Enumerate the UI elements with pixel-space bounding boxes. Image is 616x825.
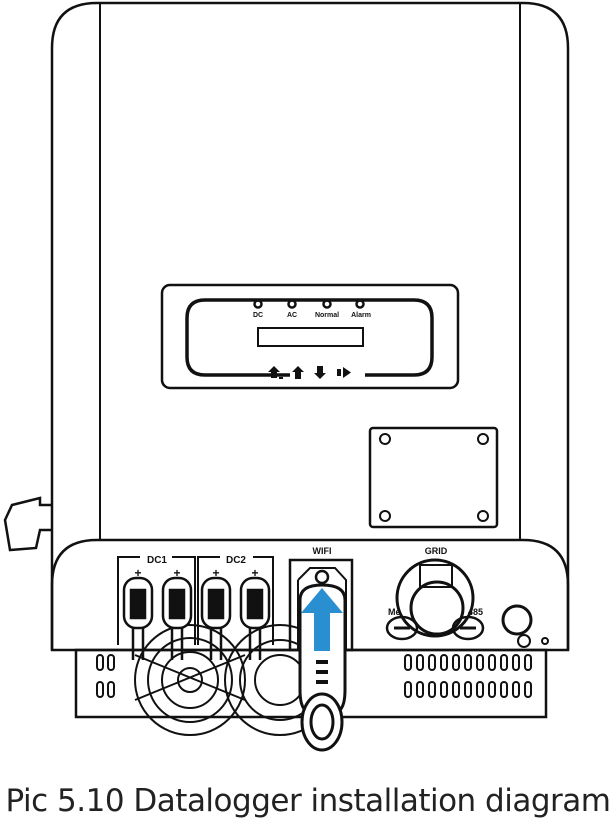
wifi-label: WIFI	[313, 546, 332, 556]
enter-button-icon[interactable]	[337, 367, 351, 378]
bottom-housing	[50, 538, 570, 652]
led-label-ac: AC	[287, 312, 297, 319]
led-label-normal: Normal	[315, 312, 339, 319]
dc1-label: DC1	[147, 555, 167, 566]
fan-left	[134, 624, 246, 736]
down-button-icon[interactable]	[314, 366, 326, 379]
led-dc	[253, 299, 263, 309]
led-label-alarm: Alarm	[351, 312, 371, 319]
cover-plate	[368, 426, 499, 529]
led-alarm	[355, 299, 365, 309]
plus-label: +	[212, 566, 219, 580]
led-ac	[287, 299, 297, 309]
dc-connector	[200, 576, 232, 660]
dc-connector	[161, 576, 193, 660]
dc2-label: DC2	[226, 555, 246, 566]
inverter-body	[50, 1, 570, 650]
led-label-dc: DC	[253, 312, 263, 319]
display-panel	[160, 283, 460, 390]
dc-switch[interactable]	[3, 496, 52, 552]
vent-slots	[96, 654, 532, 698]
plus-label: +	[173, 566, 180, 580]
dc-connector	[122, 576, 154, 660]
grid-gland	[395, 558, 475, 638]
meter-label: Me	[388, 607, 401, 617]
led-normal	[322, 299, 332, 309]
ground-terminal	[501, 604, 533, 636]
figure-caption: Pic 5.10 Datalogger installation diagram	[5, 783, 611, 819]
insert-arrow-icon	[301, 588, 343, 651]
display-bezel	[185, 298, 434, 377]
up-button-icon[interactable]	[292, 366, 304, 379]
front-panel	[99, 3, 521, 540]
lcd-screen	[257, 327, 364, 347]
esc-button-icon[interactable]	[268, 366, 283, 379]
rs485-label: 485	[468, 607, 483, 617]
dc-connector	[239, 576, 271, 660]
plus-label: +	[251, 566, 258, 580]
plus-label: +	[134, 566, 141, 580]
grid-label: GRID	[425, 546, 448, 556]
